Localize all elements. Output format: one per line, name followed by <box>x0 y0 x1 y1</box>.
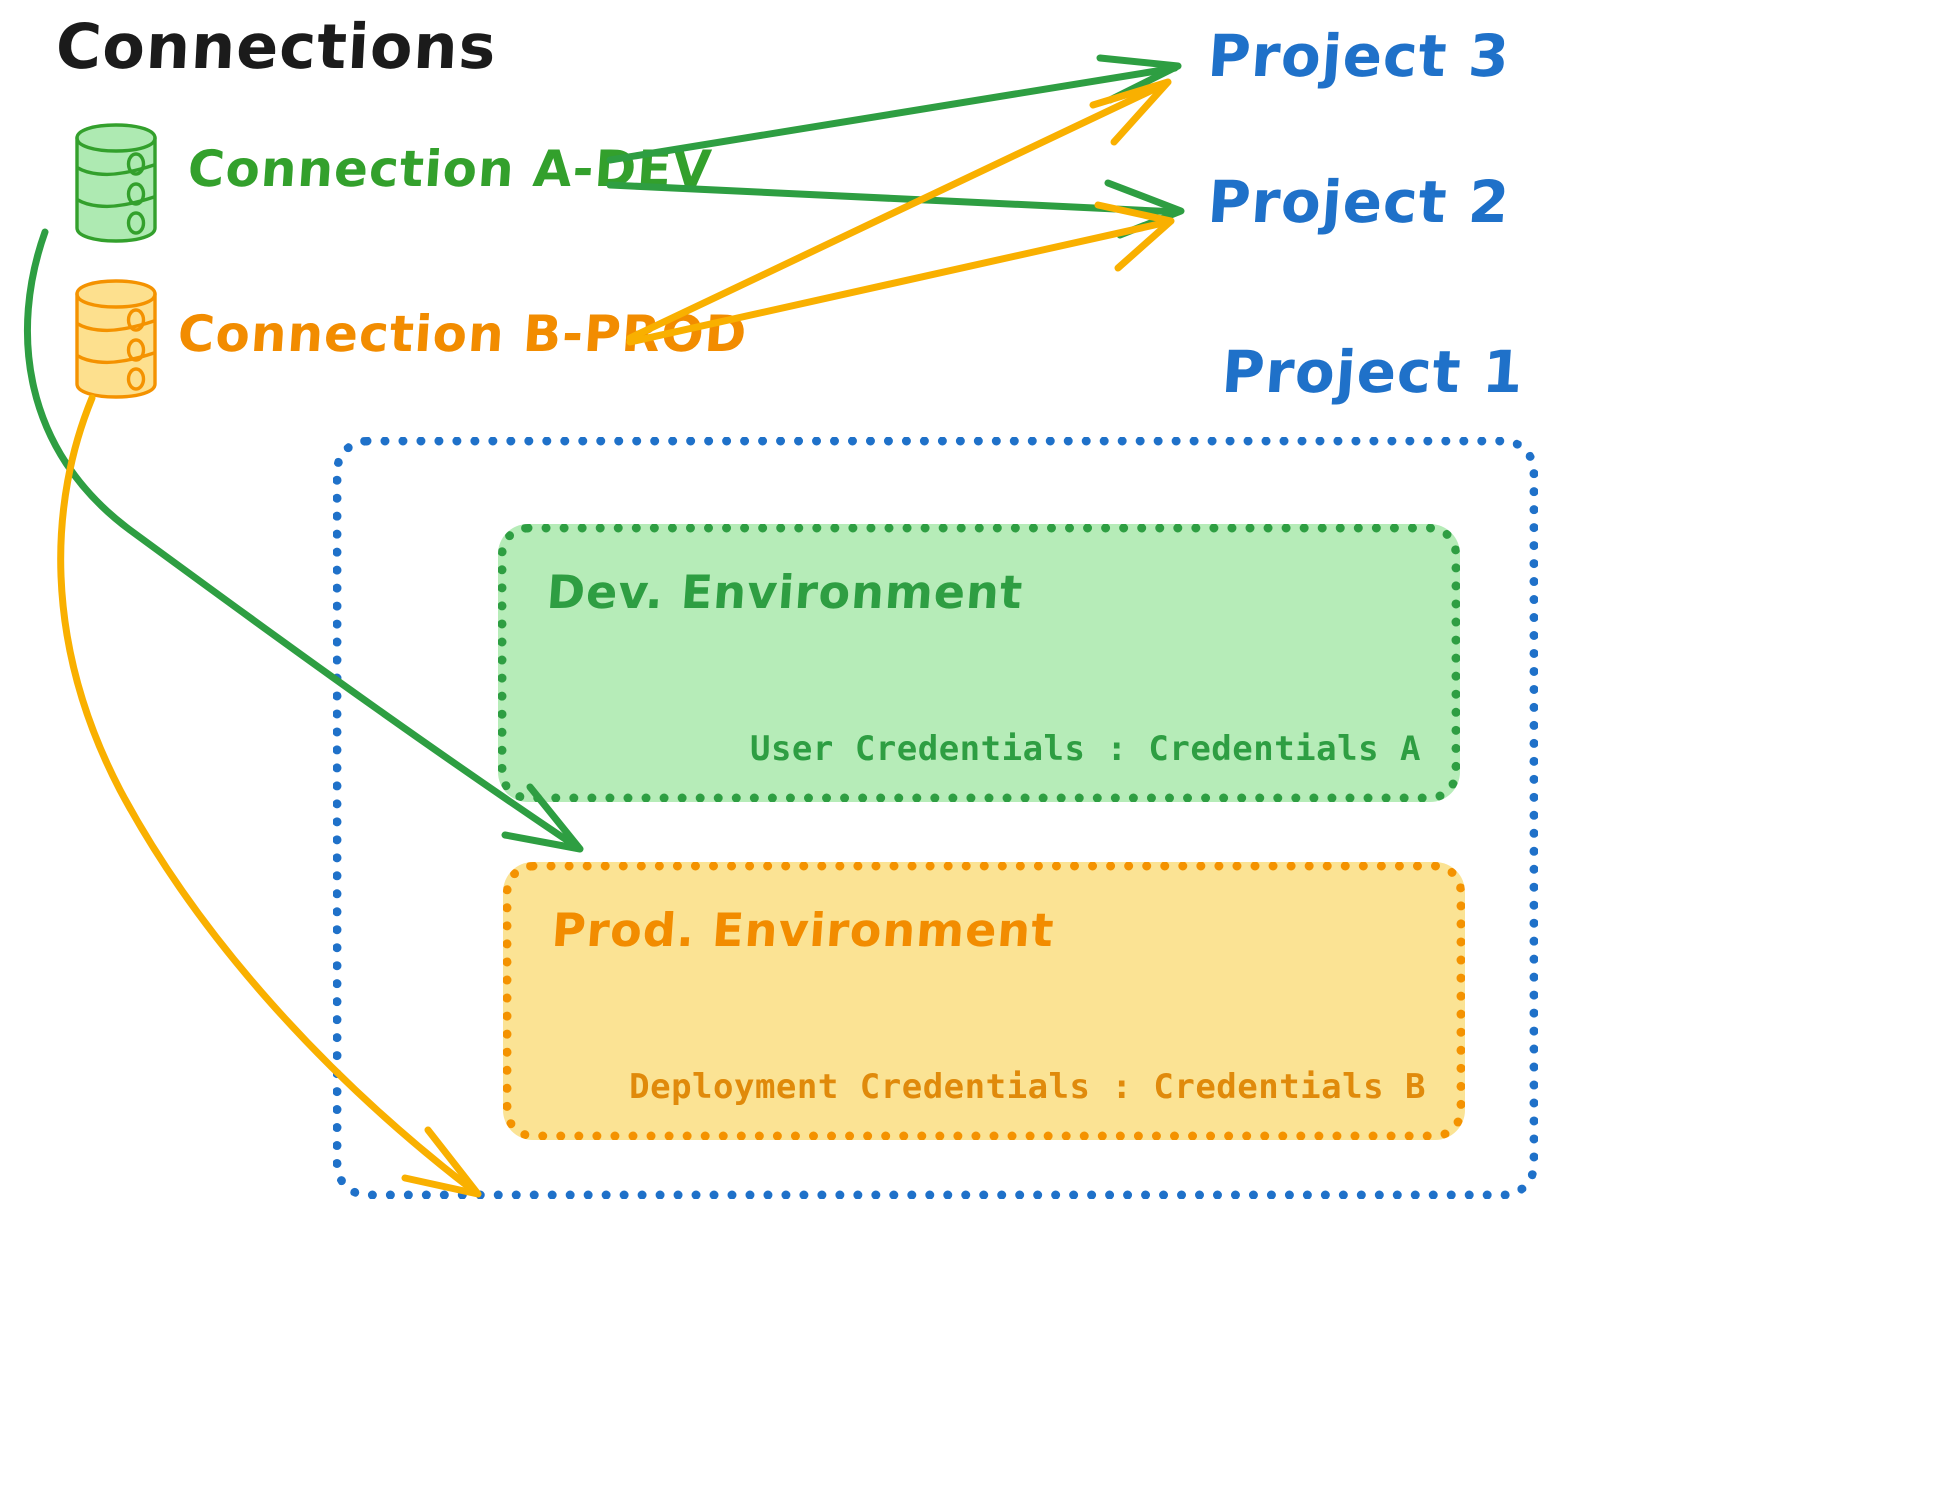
project-2-label: Project 2 <box>1205 168 1513 236</box>
connection-b-prod-label: Connection B-PROD <box>175 305 750 363</box>
connection-a-dev-label: Connection A-DEV <box>185 140 715 198</box>
dev-environment-box: Dev. Environment User Credentials : Cred… <box>498 524 1460 802</box>
edge-b-prod-to-project-3 <box>626 78 1172 342</box>
prod-environment-credentials: Deployment Credentials : Credentials B <box>629 1067 1426 1107</box>
project-3-label: Project 3 <box>1205 22 1513 90</box>
page-title: Connections <box>54 10 499 83</box>
prod-environment-box: Prod. Environment Deployment Credentials… <box>503 862 1465 1140</box>
prod-environment-title: Prod. Environment <box>550 903 1057 957</box>
database-icon-connection-a-dev <box>72 122 160 244</box>
dev-environment-title: Dev. Environment <box>545 565 1025 619</box>
database-icon-connection-b-prod <box>72 278 160 400</box>
project-1-label: Project 1 <box>1219 338 1527 406</box>
dev-environment-credentials: User Credentials : Credentials A <box>749 729 1421 769</box>
